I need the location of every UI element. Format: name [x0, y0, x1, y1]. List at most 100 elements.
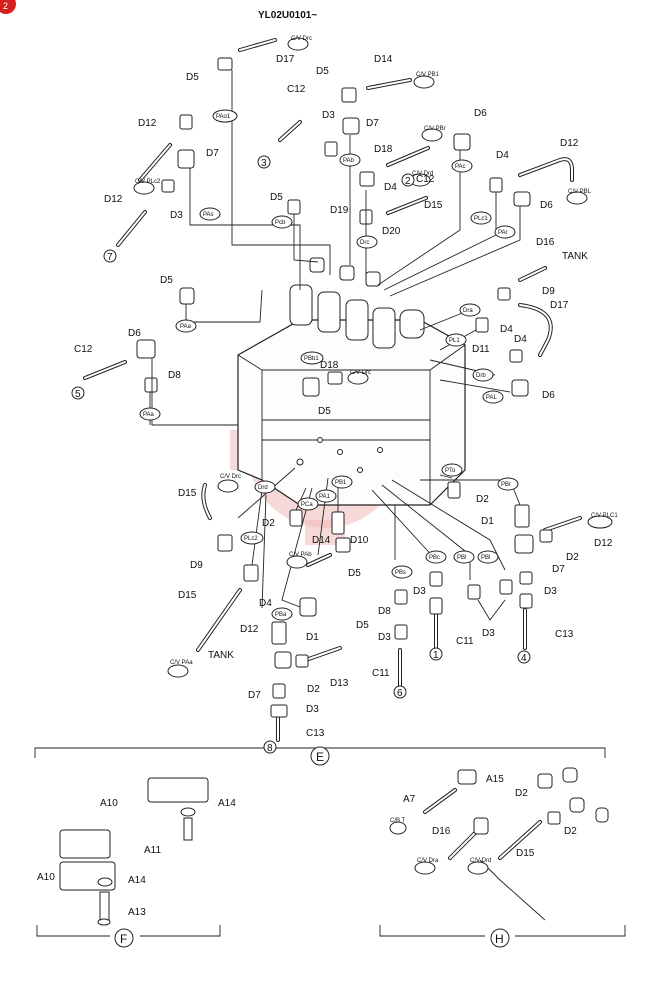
svg-text:PAb: PAb: [343, 158, 355, 164]
cv-tag-pbr: C/V PBr: [421, 126, 446, 142]
port-pbc: PBc: [425, 550, 447, 564]
label-D5: D5: [270, 192, 283, 203]
circled-4: 4: [517, 650, 531, 664]
svg-text:C/V Drc: C/V Drc: [350, 370, 371, 376]
label-D18: D18: [320, 360, 339, 371]
cv-tag-drd-h: C/V Drd: [467, 858, 491, 875]
port-drc: Drc: [356, 235, 378, 249]
label-D14: D14: [374, 54, 393, 65]
svg-text:PBl: PBl: [481, 555, 490, 561]
svg-text:Pcb: Pcb: [275, 220, 286, 226]
label-D4: D4: [500, 324, 513, 335]
label-D15: D15: [424, 200, 443, 211]
svg-text:PTo: PTo: [445, 468, 456, 474]
circled-2: 2: [401, 173, 415, 187]
port-pcb: Pcb: [271, 215, 293, 229]
port-par: PAr: [494, 225, 516, 239]
svg-text:C/V Drc: C/V Drc: [291, 36, 312, 42]
label-D3: D3: [413, 586, 426, 597]
svg-text:C/V Drd: C/V Drd: [470, 858, 491, 864]
check-valve-tags: C/V Drc C/V PB1 C/V PBr C/V Drd C/V PLc2…: [133, 36, 618, 875]
label-D5: D5: [318, 406, 331, 417]
label-A7: A7: [403, 794, 416, 805]
label-A13: A13: [128, 907, 146, 918]
port-pa: PAa: [175, 319, 197, 333]
port-pba: PBa: [271, 607, 293, 621]
label-D19: D19: [330, 205, 349, 216]
label-D5: D5: [316, 66, 329, 77]
label-D2: D2: [566, 552, 579, 563]
svg-text:PAa: PAa: [180, 324, 192, 330]
label-D7: D7: [552, 564, 565, 575]
label-C11: C11: [372, 668, 390, 679]
svg-text:PBs: PBs: [395, 570, 406, 576]
svg-text:PA1: PA1: [319, 494, 331, 500]
port-pac: PAc: [451, 159, 473, 173]
label-D3: D3: [322, 110, 335, 121]
svg-text:C/B T: C/B T: [390, 818, 406, 824]
port-pb1: PB1: [331, 475, 353, 489]
label-C12: C12: [74, 344, 93, 355]
label-D6: D6: [128, 328, 141, 339]
cv-tag-paa: C/V PAa: [167, 660, 193, 678]
svg-text:4: 4: [521, 653, 527, 664]
port-pas: PAs: [199, 207, 221, 221]
port-pa1: PA1: [315, 489, 337, 503]
port-pab: PAb: [339, 153, 361, 167]
section-f-marker: F: [114, 928, 134, 948]
label-D12: D12: [138, 118, 157, 129]
port-pbs: PBs: [391, 565, 413, 579]
part-labels: D17 D5 D5 D14 C12 D3 D7 D6 D12 D7 D12 D1…: [37, 54, 613, 918]
port-pca: PCa: [297, 497, 319, 511]
label-D9: D9: [190, 560, 203, 571]
label-D2: D2: [515, 788, 528, 799]
circled-7: 7: [103, 249, 117, 263]
port-pbb1: PBb1: [300, 351, 324, 365]
cv-tag-plc2: C/V PLc2: [133, 179, 161, 195]
svg-text:PBl: PBl: [457, 555, 466, 561]
label-C13: C13: [306, 728, 325, 739]
label-D17: D17: [276, 54, 295, 65]
svg-text:PAs: PAs: [203, 212, 214, 218]
label-D16: D16: [432, 826, 451, 837]
svg-text:E: E: [316, 750, 324, 764]
label-D1: D1: [481, 516, 494, 527]
circled-connection-numbers: 3 2 7 5 1 4 6 8: [71, 155, 531, 754]
svg-text:C/V PAb: C/V PAb: [289, 552, 312, 558]
svg-text:Drb: Drb: [476, 373, 486, 379]
label-D17: D17: [550, 300, 569, 311]
label-D3: D3: [378, 632, 391, 643]
label-D12: D12: [594, 538, 613, 549]
port-paa-left: PAa: [139, 407, 161, 421]
port-pbl: PBl: [453, 550, 475, 564]
port-pa01: PAo1: [212, 109, 238, 123]
svg-text:C/V PLC1: C/V PLC1: [591, 513, 618, 519]
svg-text:5: 5: [75, 389, 81, 400]
label-D8: D8: [168, 370, 181, 381]
label-D13: D13: [330, 678, 349, 689]
svg-text:Drc: Drc: [360, 240, 369, 246]
svg-text:8: 8: [267, 743, 273, 754]
label-D7: D7: [248, 690, 261, 701]
port-pbl2: PBl: [477, 550, 499, 564]
svg-text:3: 3: [261, 158, 267, 169]
label-D6: D6: [542, 390, 555, 401]
svg-text:H: H: [495, 932, 504, 946]
svg-text:C/V PLc2: C/V PLc2: [135, 179, 161, 185]
label-A14: A14: [218, 798, 236, 809]
label-D6: D6: [474, 108, 487, 119]
cv-tag-pbl: C/V PBL: [566, 189, 592, 205]
cv-tag-pb1: C/V PB1: [413, 72, 440, 89]
label-D11: D11: [472, 344, 490, 355]
svg-text:PBa: PBa: [275, 612, 287, 618]
svg-text:PAr: PAr: [498, 230, 508, 236]
cv-tag-pab: C/V PAb: [286, 552, 312, 569]
svg-text:PAc: PAc: [455, 164, 466, 170]
label-D12: D12: [560, 138, 579, 149]
label-C12: C12: [287, 84, 306, 95]
label-D5: D5: [160, 275, 173, 286]
svg-text:PAo1: PAo1: [216, 114, 231, 120]
label-C12: C12: [416, 174, 435, 185]
svg-text:Dra: Dra: [463, 308, 473, 314]
